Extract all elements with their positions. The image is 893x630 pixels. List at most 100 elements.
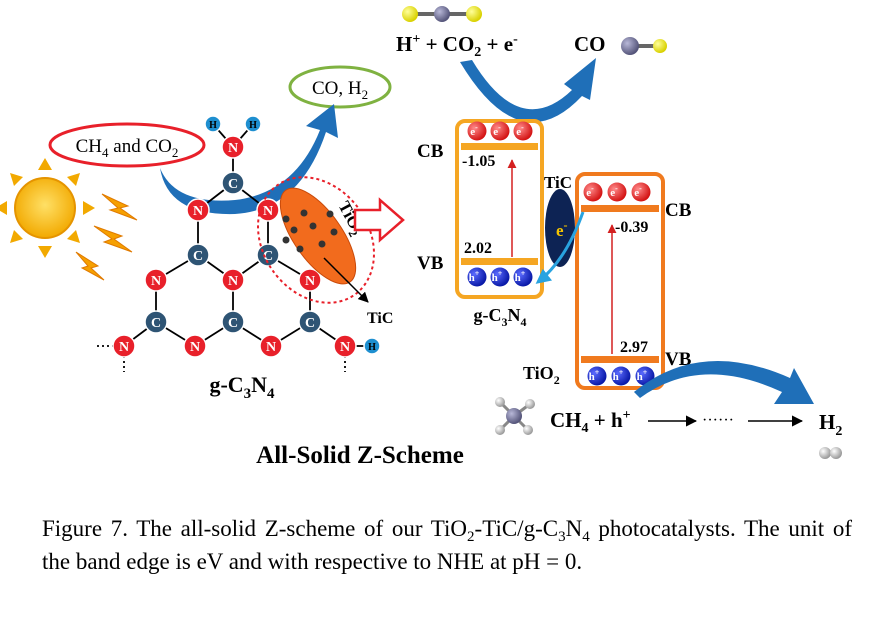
tic-label: TiC <box>367 310 393 327</box>
svg-text:h+: h+ <box>515 269 526 284</box>
h2-product-label: H2 <box>819 410 842 439</box>
nitrogen-atom: N <box>144 268 168 292</box>
hole-particle: h+ <box>611 366 631 386</box>
svg-text:H: H <box>249 120 257 131</box>
bottom-reaction-equation: CH4 + h+ <box>550 408 631 436</box>
tio2-cb-value: -0.39 <box>615 219 648 236</box>
tio2-vb-label: VB <box>665 349 692 370</box>
reactants-bubble: CH4 and CO2 <box>48 122 206 168</box>
tio2-holes: h+ h+ h+ <box>587 366 655 386</box>
oxidation-arrow <box>634 360 814 404</box>
carbon-atom: C <box>221 310 245 334</box>
products-label: CO, H2 <box>312 78 368 102</box>
gcn-band-box: CB VB -1.05 2.02 g-C3N4 <box>417 119 544 329</box>
gcn-cb-label: CB <box>417 141 444 162</box>
svg-text:e-: e- <box>586 184 594 199</box>
carbon-atom: C <box>298 310 322 334</box>
bridge-electron-label: e- <box>556 218 568 240</box>
hydrogen-atom: H <box>204 115 222 133</box>
svg-text:N: N <box>305 274 315 289</box>
nitrogen-atom: N <box>333 334 357 358</box>
gcn-band-name: g-C3N4 <box>474 305 527 329</box>
diagram-title: All-Solid Z-Scheme <box>256 442 464 469</box>
nitrogen-atom: N <box>221 268 245 292</box>
nitrogen-atom: N <box>298 268 322 292</box>
electron-particle: e- <box>583 182 603 202</box>
tio2-band-box: CB VB -0.39 2.97 TiO2 <box>523 172 692 390</box>
co-molecule-icon <box>621 37 667 55</box>
lightning-icon <box>75 193 138 281</box>
electron-particle: e- <box>607 182 627 202</box>
tio2-vb-value: 2.97 <box>620 339 648 356</box>
hole-particle: h+ <box>467 267 487 287</box>
svg-text:C: C <box>193 249 203 264</box>
hydrogen-atom: H <box>244 115 262 133</box>
svg-text:N: N <box>340 340 350 355</box>
electron-transfer-arrow <box>535 211 585 284</box>
nitrogen-atom: N <box>186 198 210 222</box>
carbon-atom: C <box>186 243 210 267</box>
svg-text:e-: e- <box>634 184 642 199</box>
electron-particle: e- <box>490 121 510 141</box>
transition-arrow <box>353 197 405 243</box>
svg-text:C: C <box>151 316 161 331</box>
svg-text:h+: h+ <box>492 269 503 284</box>
svg-text:h+: h+ <box>589 368 600 383</box>
svg-text:e-: e- <box>516 123 524 138</box>
figure-caption: Figure 7. The all-solid Z-scheme of our … <box>42 516 853 574</box>
gcn-cb-value: -1.05 <box>462 153 495 170</box>
svg-text:h+: h+ <box>637 368 648 383</box>
tio2-band-name: TiO2 <box>523 363 560 387</box>
tio2-cb-label: CB <box>665 200 692 221</box>
reactants-label: CH4 and CO2 <box>76 136 179 160</box>
top-reaction-product: CO <box>574 32 606 56</box>
tic-bridge-label: TiC <box>544 173 572 192</box>
svg-text:N: N <box>228 141 238 156</box>
gcn-holes: h+ h+ h+ <box>467 267 533 287</box>
svg-text:C: C <box>263 249 273 264</box>
electron-particle: e- <box>467 121 487 141</box>
svg-text:N: N <box>263 204 273 219</box>
svg-text:N: N <box>228 274 238 289</box>
electron-particle: e- <box>513 121 533 141</box>
gcn-electrons: e-e-e- <box>467 121 533 141</box>
h2-molecule-icon <box>819 447 842 459</box>
hole-particle: h+ <box>490 267 510 287</box>
conversion-arrow <box>160 104 338 215</box>
sun-icon <box>0 158 95 258</box>
co2-molecule-icon <box>402 6 482 22</box>
carbon-atom: C <box>144 310 168 334</box>
tic-bridge: e- TiC <box>535 173 585 284</box>
hydrogen-atom: H <box>363 337 381 355</box>
svg-text:N: N <box>151 274 161 289</box>
svg-text:C: C <box>228 177 238 192</box>
svg-text:h+: h+ <box>469 269 480 284</box>
carbon-atom: C <box>256 243 280 267</box>
tio2-electrons: e-e-e- <box>583 182 651 202</box>
svg-text:H: H <box>209 120 217 131</box>
gcn-vb-value: 2.02 <box>464 240 492 257</box>
products-bubble: CO, H2 <box>288 65 392 109</box>
gcn-vb-label: VB <box>417 253 444 274</box>
svg-text:C: C <box>305 316 315 331</box>
svg-text:N: N <box>266 340 276 355</box>
nitrogen-atom: N <box>221 135 245 159</box>
electron-particle: e- <box>631 182 651 202</box>
svg-text:N: N <box>193 204 203 219</box>
svg-text:e-: e- <box>610 184 618 199</box>
svg-text:N: N <box>119 340 129 355</box>
svg-text:e-: e- <box>470 123 478 138</box>
svg-text:h+: h+ <box>613 368 624 383</box>
top-reaction-equation: H+ + CO2 + e- <box>396 32 518 60</box>
tio2-particle: TiO2 TiC <box>257 176 393 327</box>
hole-particle: h+ <box>513 267 533 287</box>
nitrogen-atom: N <box>259 334 283 358</box>
nitrogen-atom: N <box>183 334 207 358</box>
svg-text:H: H <box>368 342 376 353</box>
hole-particle: h+ <box>587 366 607 386</box>
nitrogen-atom: N <box>112 334 136 358</box>
svg-text:e-: e- <box>493 123 501 138</box>
reaction-dots: ······ <box>702 412 734 429</box>
